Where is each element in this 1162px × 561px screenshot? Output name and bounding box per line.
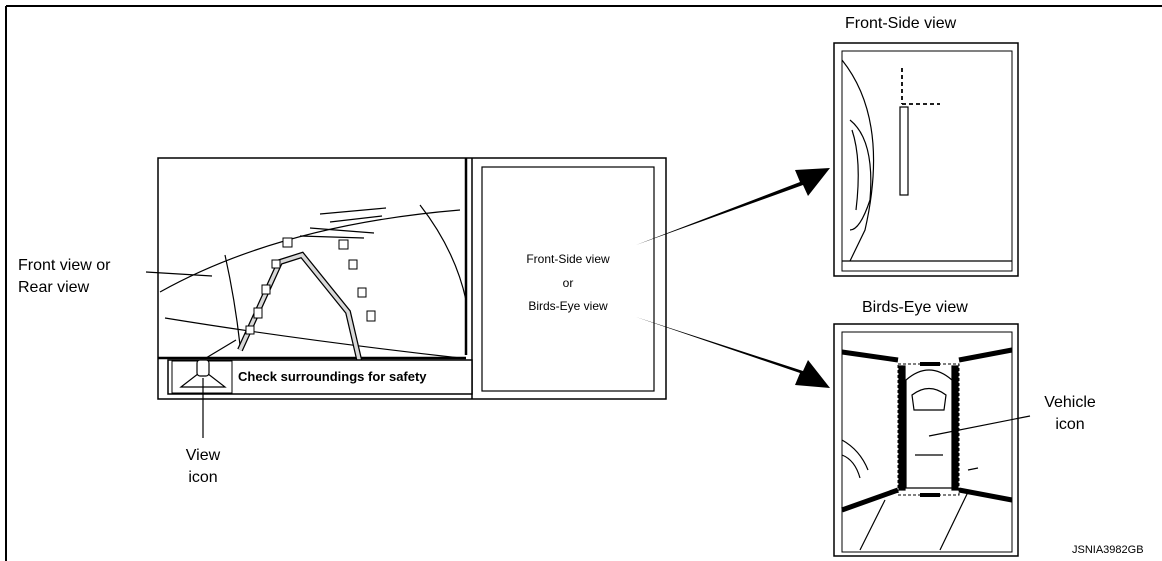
sub-display xyxy=(481,166,655,392)
vehicle-icon-label-line2: icon xyxy=(1055,416,1085,433)
view-icon-label-line2: icon xyxy=(188,469,218,486)
front-rear-view xyxy=(158,158,468,373)
view-icon-label-line1: View xyxy=(185,447,221,464)
callout-lines xyxy=(145,271,1031,438)
arrows xyxy=(636,168,830,388)
vehicle-icon-label-line1: Vehicle xyxy=(1044,394,1096,411)
page-frame xyxy=(5,5,1162,561)
front-side-view-title: Front-Side view xyxy=(845,15,957,32)
warning-message: Check surroundings for safety xyxy=(238,369,427,384)
center-label-line1: Front-Side view xyxy=(526,252,610,266)
birds-eye-view-panel xyxy=(833,323,1019,557)
center-label-line3: Birds-Eye view xyxy=(528,299,608,313)
center-label-line2: or xyxy=(562,276,574,290)
main-view-label-line1: Front view or xyxy=(18,257,111,274)
front-side-view-panel xyxy=(833,42,1019,277)
guide-markers xyxy=(245,237,376,335)
figure-code: JSNIA3982GB xyxy=(1072,544,1144,556)
main-view-label-line2: Rear view xyxy=(18,279,90,296)
birds-eye-view-title: Birds-Eye view xyxy=(862,299,968,316)
